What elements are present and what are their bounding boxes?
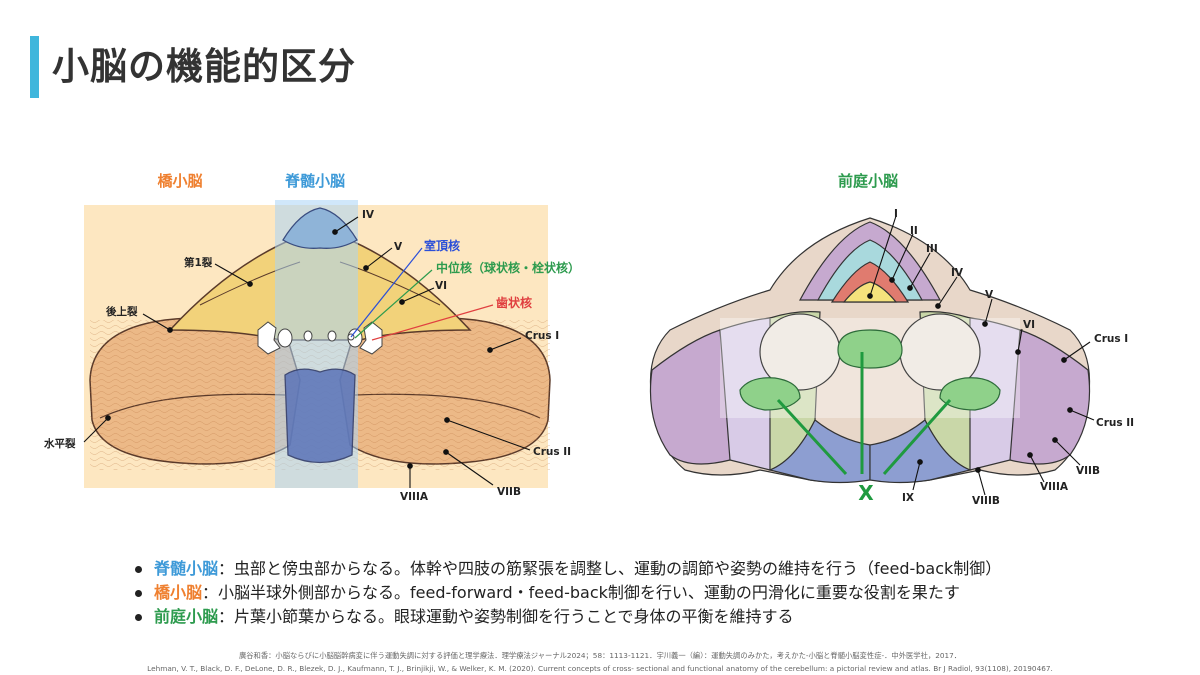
- bullet-text: ：虫部と傍虫部からなる。体幹や四肢の筋緊張を調整し、運動の調節や姿勢の維持を行う…: [218, 559, 1002, 578]
- bullet-list: 脊髄小脳 ：虫部と傍虫部からなる。体幹や四肢の筋緊張を調整し、運動の調節や姿勢の…: [135, 557, 1001, 629]
- label-VIIIA: VIIIA: [400, 491, 429, 503]
- cerebellum-posterior-figure: 橋小脳 脊髄小脳 IV: [43, 172, 580, 503]
- bullet-pontocerebellum: 橋小脳 ：小脳半球外側部からなる。feed-forward・feed-back制…: [135, 581, 1001, 605]
- cerebellum-anterior-figure: 前庭小脳: [649, 172, 1134, 507]
- reference-english: Lehman, V. T., Black, D. F., DeLone, D. …: [147, 664, 1053, 673]
- label-VIIB: VIIB: [497, 486, 521, 498]
- bullet-vestibulocerebellum: 前庭小脳 ：片葉小節葉からなる。眼球運動や姿勢制御を行うことで身体の平衡を維持す…: [135, 605, 1001, 629]
- label-VIIIB: VIIIB: [972, 495, 1000, 507]
- header-vestibulocerebellum: 前庭小脳: [838, 172, 898, 190]
- brainstem: [284, 368, 356, 464]
- label-crus2: Crus II: [1096, 417, 1134, 429]
- nodulus: [837, 329, 903, 369]
- label-crus2: Crus II: [533, 446, 571, 458]
- label-dentate-nucleus: 歯状核: [496, 295, 532, 310]
- header-spinocerebellum: 脊髄小脳: [284, 172, 345, 190]
- left-flocculus: [739, 377, 801, 411]
- label-V: V: [394, 241, 403, 253]
- label-interposed-nucleus: 中位核（球状核・栓状核）: [436, 260, 580, 275]
- label-crus1: Crus I: [525, 330, 559, 342]
- label-II: II: [910, 225, 918, 237]
- bullet-spinocerebellum: 脊髄小脳 ：虫部と傍虫部からなる。体幹や四肢の筋緊張を調整し、運動の調節や姿勢の…: [135, 557, 1001, 581]
- label-IV: IV: [362, 209, 375, 221]
- page-title: 小脳の機能的区分: [52, 45, 356, 88]
- label-X: X: [858, 481, 874, 505]
- bullet-dot: [135, 565, 142, 573]
- label-fastigial-nucleus: 室頂核: [424, 238, 460, 253]
- label-VIIIA: VIIIA: [1040, 481, 1069, 493]
- label-IV: IV: [951, 267, 964, 279]
- label-I: I: [894, 208, 898, 220]
- bullet-term: 橋小脳: [154, 583, 203, 602]
- label-fissure1: 第1裂: [184, 256, 213, 269]
- header-pontocerebellum: 橋小脳: [157, 172, 202, 190]
- label-post-superior-fissure: 後上裂: [105, 305, 138, 318]
- label-V: V: [985, 289, 994, 301]
- label-horizontal-fissure: 水平裂: [43, 437, 76, 450]
- label-VIIB: VIIB: [1076, 465, 1100, 477]
- label-crus1: Crus I: [1094, 333, 1128, 345]
- bullet-dot: [135, 613, 142, 621]
- bullet-dot: [135, 589, 142, 597]
- reference-japanese: 廣谷和香：小脳ならびに小脳脳幹病変に伴う運動失調に対する評価と理学療法．理学療法…: [238, 651, 962, 660]
- label-VI: VI: [435, 280, 447, 292]
- bullet-term: 前庭小脳: [154, 607, 219, 626]
- label-III: III: [926, 243, 938, 255]
- bullet-term: 脊髄小脳: [154, 559, 219, 578]
- bullet-text: ：小脳半球外側部からなる。feed-forward・feed-back制御を行い…: [202, 583, 960, 602]
- bullet-text: ：片葉小節葉からなる。眼球運動や姿勢制御を行うことで身体の平衡を維持する: [218, 607, 794, 626]
- label-IX: IX: [902, 492, 914, 504]
- label-VI: VI: [1023, 319, 1035, 331]
- right-flocculus: [939, 377, 1001, 411]
- title-accent-bar: [30, 36, 39, 98]
